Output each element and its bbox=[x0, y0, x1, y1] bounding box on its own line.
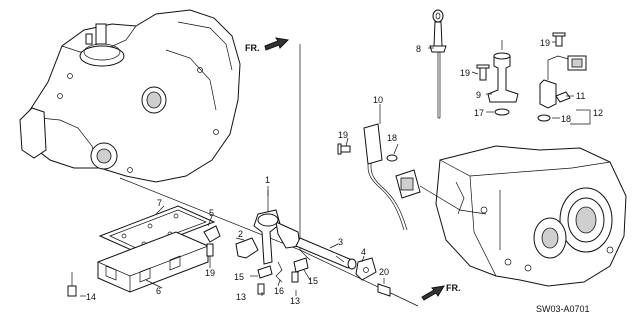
callout-10: 10 bbox=[373, 95, 383, 105]
callout-17: 17 bbox=[474, 108, 484, 118]
callout-13-right: 13 bbox=[290, 296, 300, 306]
front-arrow-top: FR. bbox=[245, 37, 290, 53]
transmission-housing-right bbox=[435, 145, 627, 287]
callout-19-middle: 19 bbox=[460, 68, 470, 78]
spring-16 bbox=[275, 261, 283, 283]
callout-4: 4 bbox=[361, 247, 366, 257]
bracket-5 bbox=[203, 225, 221, 243]
callout-14: 14 bbox=[86, 292, 96, 302]
callout-19-lower: 19 bbox=[205, 268, 215, 278]
callout-8: 8 bbox=[416, 44, 421, 54]
transmission-housing-left bbox=[19, 9, 241, 183]
valve-body-6 bbox=[97, 231, 209, 293]
callout-11: 11 bbox=[576, 91, 585, 101]
callout-18-right: 18 bbox=[561, 114, 571, 124]
dipstick-8 bbox=[429, 9, 447, 119]
fr-label-bottom: FR. bbox=[446, 283, 461, 293]
fr-arrow-top-icon bbox=[264, 37, 290, 51]
callout-15-right: 15 bbox=[308, 276, 318, 286]
clip-15-right bbox=[293, 257, 309, 273]
callout-7: 7 bbox=[157, 198, 162, 208]
shift-lever-2 bbox=[235, 237, 259, 259]
sensor-11 bbox=[539, 55, 587, 109]
callout-16: 16 bbox=[274, 286, 284, 296]
callout-18-left: 18 bbox=[387, 133, 397, 143]
shift-arm-4 bbox=[355, 257, 377, 281]
o-ring-18-right bbox=[537, 114, 551, 122]
callout-labels: 1 2 3 4 5 6 7 8 9 10 11 12 13 13 14 15 1… bbox=[86, 38, 603, 306]
filler-tube-9 bbox=[487, 40, 519, 103]
sensor-harness-10 bbox=[363, 123, 487, 231]
bolt-19-lower bbox=[206, 243, 214, 262]
callout-1: 1 bbox=[265, 175, 270, 185]
control-shaft-3 bbox=[295, 237, 357, 270]
fr-label-top: FR. bbox=[245, 43, 260, 53]
leader-housing-to-shift bbox=[119, 177, 311, 261]
leader-lines bbox=[80, 41, 591, 297]
bolt-13-left bbox=[257, 283, 265, 295]
bolt-14 bbox=[67, 272, 77, 297]
callout-2: 2 bbox=[238, 229, 243, 239]
callout-20: 20 bbox=[379, 267, 389, 277]
callout-6: 6 bbox=[156, 286, 161, 296]
bolt-19-middle bbox=[476, 64, 490, 81]
bolt-19-left bbox=[337, 143, 351, 155]
callout-5: 5 bbox=[209, 208, 214, 218]
callout-13-left: 13 bbox=[236, 292, 246, 302]
callout-3: 3 bbox=[338, 237, 343, 247]
clip-15-left bbox=[257, 265, 273, 279]
diagram-code: SW03-A0701 bbox=[536, 304, 590, 314]
bolt-13-right bbox=[291, 271, 299, 283]
fr-arrow-bottom-icon bbox=[421, 285, 445, 301]
callout-19-left: 19 bbox=[338, 130, 348, 140]
front-arrow-bottom: FR. bbox=[421, 283, 461, 301]
bolt-20 bbox=[377, 283, 391, 297]
o-ring-18-left bbox=[386, 154, 398, 162]
gasket-plate-7 bbox=[98, 205, 216, 253]
callout-19-top-right: 19 bbox=[540, 38, 550, 48]
callout-12: 12 bbox=[593, 108, 603, 118]
o-ring-17 bbox=[494, 108, 510, 116]
callout-15-left: 15 bbox=[234, 272, 244, 282]
callout-9: 9 bbox=[476, 90, 481, 100]
bolt-19-top-right bbox=[552, 32, 566, 47]
shift-arm-assembly-1 bbox=[253, 190, 301, 265]
